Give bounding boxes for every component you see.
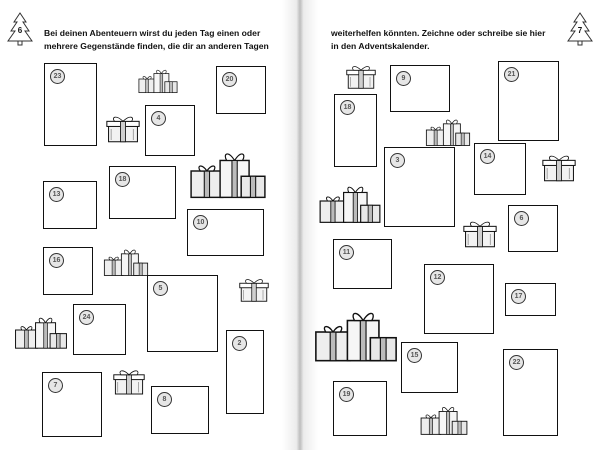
day-circle: 22 xyxy=(509,355,524,370)
gift-icon xyxy=(542,152,576,184)
day-circle: 19 xyxy=(339,387,354,402)
calendar-box[interactable]: 18 xyxy=(109,166,176,219)
day-circle: 5 xyxy=(153,281,168,296)
instruction-line-4: in den Adventskalender. xyxy=(331,41,430,51)
day-circle: 7 xyxy=(48,378,63,393)
page-number-marker-left: 6 xyxy=(6,12,34,46)
page-number-marker-right: 7 xyxy=(566,12,594,46)
christmas-tree-icon xyxy=(567,12,593,46)
gift-icon xyxy=(12,310,70,350)
gift-icon xyxy=(420,113,476,147)
day-circle: 6 xyxy=(514,211,529,226)
calendar-box[interactable]: 19 xyxy=(333,381,387,436)
instruction-line-1: Bei deinen Abenteuern wirst du jeden Tag… xyxy=(44,28,261,38)
day-circle: 2 xyxy=(232,336,247,351)
gift-icon xyxy=(463,219,497,249)
day-circle: 4 xyxy=(151,111,166,126)
day-circle: 3 xyxy=(390,153,405,168)
gift-icon xyxy=(313,300,399,364)
calendar-box[interactable]: 16 xyxy=(43,247,93,295)
day-circle: 17 xyxy=(511,289,526,304)
gift-icon xyxy=(113,368,145,396)
calendar-box[interactable]: 15 xyxy=(401,342,458,393)
day-circle: 16 xyxy=(49,253,64,268)
calendar-box[interactable]: 7 xyxy=(42,372,102,437)
gift-icon xyxy=(97,243,155,277)
instruction-line-2: mehrere Gegenstände finden, die dir an a… xyxy=(44,41,269,51)
day-circle: 13 xyxy=(49,187,64,202)
gift-icon xyxy=(416,400,472,436)
instruction-line-3: weiterhelfen könnten. Zeichne oder schre… xyxy=(331,28,546,38)
calendar-box[interactable]: 9 xyxy=(390,65,450,112)
christmas-tree-icon xyxy=(7,12,33,46)
day-circle: 12 xyxy=(430,270,445,285)
day-circle: 18 xyxy=(340,100,355,115)
calendar-box[interactable]: 5 xyxy=(147,275,218,352)
calendar-box[interactable]: 14 xyxy=(474,143,526,195)
calendar-box[interactable]: 12 xyxy=(424,264,494,334)
gift-icon xyxy=(239,277,269,303)
calendar-box[interactable]: 18 xyxy=(334,94,377,167)
gift-icon xyxy=(188,142,268,200)
calendar-box[interactable]: 23 xyxy=(44,63,97,146)
day-circle: 23 xyxy=(50,69,65,84)
calendar-box[interactable]: 10 xyxy=(187,209,264,256)
calendar-box[interactable]: 17 xyxy=(505,283,556,316)
gift-icon xyxy=(128,64,188,94)
calendar-box[interactable]: 13 xyxy=(43,181,97,229)
gift-icon xyxy=(106,114,140,144)
day-circle: 20 xyxy=(222,72,237,87)
calendar-box[interactable]: 3 xyxy=(384,147,455,227)
gift-icon xyxy=(346,64,376,90)
book-gutter xyxy=(282,0,318,450)
day-circle: 8 xyxy=(157,392,172,407)
calendar-box[interactable]: 20 xyxy=(216,66,266,114)
day-circle: 21 xyxy=(504,67,519,82)
calendar-box[interactable]: 6 xyxy=(508,205,558,252)
calendar-box[interactable]: 4 xyxy=(145,105,195,156)
page-number-left: 6 xyxy=(17,26,23,35)
gift-icon xyxy=(318,176,382,226)
day-circle: 9 xyxy=(396,71,411,86)
calendar-box[interactable]: 2 xyxy=(226,330,264,414)
day-circle: 10 xyxy=(193,215,208,230)
day-circle: 24 xyxy=(79,310,94,325)
day-circle: 15 xyxy=(407,348,422,363)
day-circle: 18 xyxy=(115,172,130,187)
calendar-box[interactable]: 21 xyxy=(498,61,559,141)
page-number-right: 7 xyxy=(577,26,583,35)
calendar-box[interactable]: 11 xyxy=(333,239,392,289)
calendar-box[interactable]: 22 xyxy=(503,349,558,436)
calendar-box[interactable]: 8 xyxy=(151,386,209,434)
day-circle: 11 xyxy=(339,245,354,260)
day-circle: 14 xyxy=(480,149,495,164)
calendar-box[interactable]: 24 xyxy=(73,304,126,355)
